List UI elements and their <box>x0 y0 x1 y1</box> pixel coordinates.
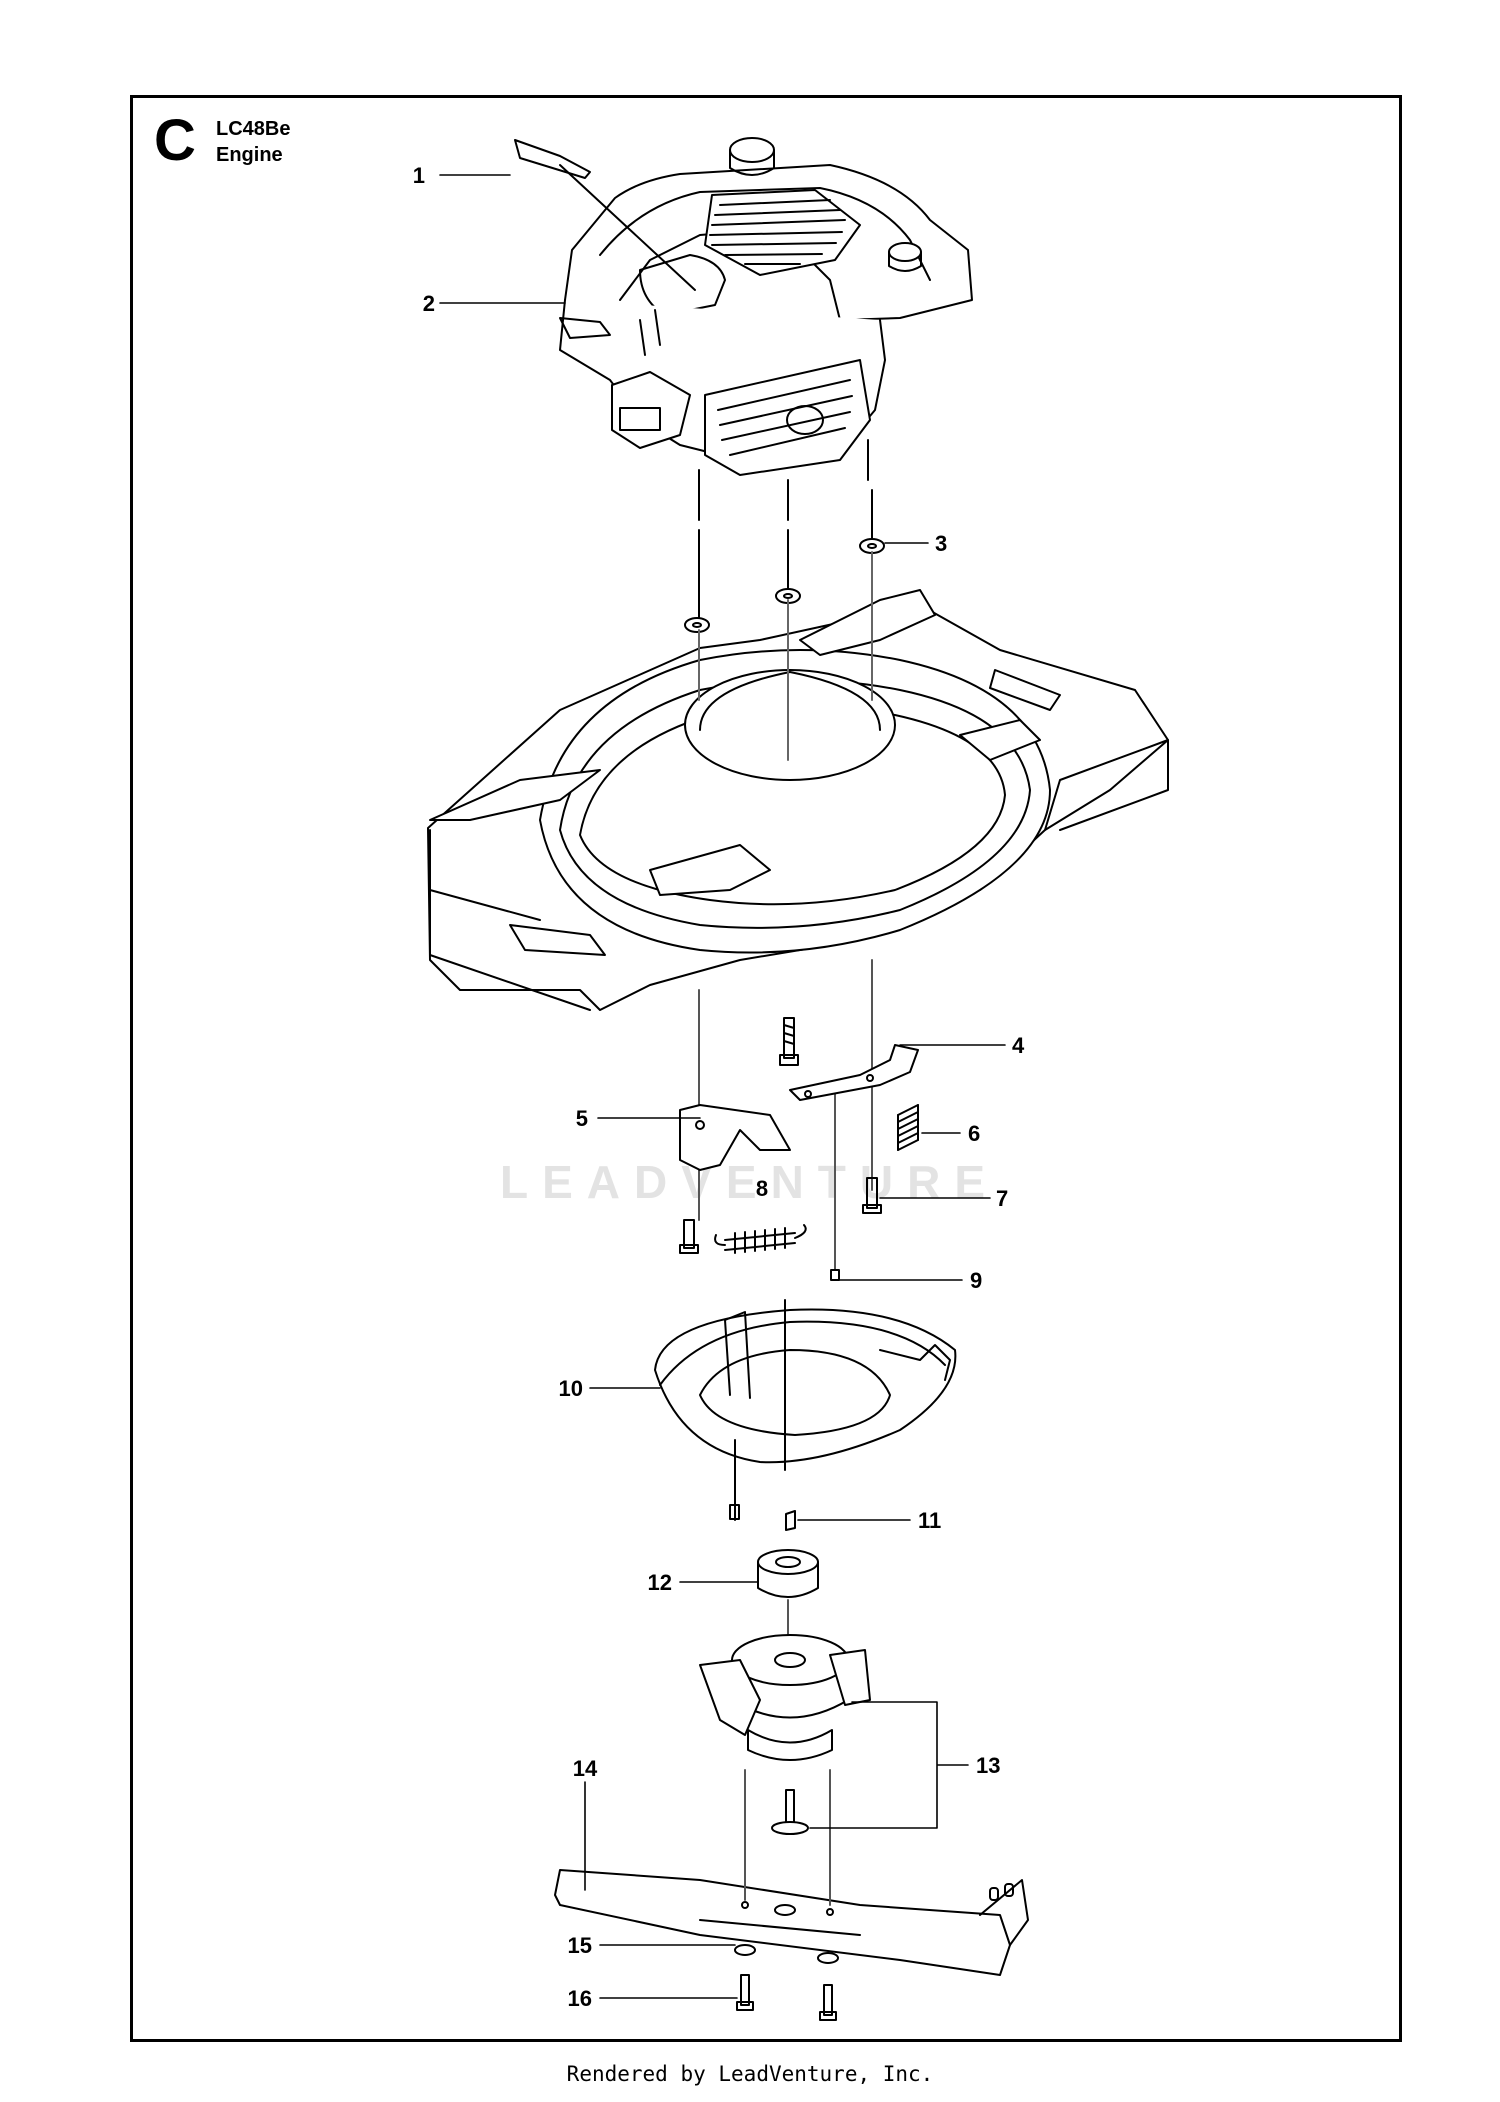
brake-clutch-drawing[interactable] <box>699 1634 871 1835</box>
mower-deck-drawing <box>427 551 1169 1011</box>
blade-bolts-drawing[interactable] <box>736 1974 837 2021</box>
callout-15[interactable]: 15 <box>568 1933 592 1958</box>
callout-2[interactable]: 2 <box>423 291 435 316</box>
callout-4[interactable]: 4 <box>1012 1033 1025 1058</box>
brake-cup-drawing[interactable] <box>654 1299 957 1521</box>
watermark: LEADVENTURE <box>500 1156 1000 1208</box>
deck-bolt-drawing[interactable] <box>779 1017 799 1066</box>
key-drawing[interactable] <box>785 1510 796 1531</box>
bracket-5-drawing[interactable] <box>679 1104 791 1171</box>
diagram-frame <box>130 95 1402 2042</box>
model-name: LC48Be <box>216 118 291 140</box>
adapter-drawing[interactable] <box>757 1549 819 1598</box>
callout-8[interactable]: 8 <box>756 1176 768 1201</box>
bracket-4-drawing[interactable] <box>789 1044 919 1101</box>
screw-9-drawing[interactable] <box>830 1269 840 1281</box>
callout-5[interactable]: 5 <box>576 1106 588 1131</box>
callout-3[interactable]: 3 <box>935 531 947 556</box>
section-letter: C <box>154 108 196 173</box>
callout-9[interactable]: 9 <box>970 1268 982 1293</box>
callout-13[interactable]: 13 <box>976 1753 1000 1778</box>
callout-7[interactable]: 7 <box>996 1186 1008 1211</box>
decal-drawing[interactable] <box>514 139 696 291</box>
footer-credit: Rendered by LeadVenture, Inc. <box>566 2062 934 2086</box>
screw-7-drawing[interactable] <box>862 1177 882 1214</box>
engine-drawing[interactable] <box>559 137 973 521</box>
spring-8-drawing[interactable] <box>714 1224 807 1254</box>
blade-washers-drawing[interactable] <box>734 1944 839 1964</box>
spring-6-drawing[interactable] <box>897 1104 919 1151</box>
cup-screw-drawing[interactable] <box>729 1504 740 1520</box>
callout-6[interactable]: 6 <box>968 1121 980 1146</box>
screw-left-drawing[interactable] <box>679 1219 699 1254</box>
callout-1[interactable]: 1 <box>413 163 425 188</box>
blade-drawing[interactable] <box>554 1769 1029 1976</box>
washers-drawing[interactable] <box>684 489 885 633</box>
callout-14[interactable]: 14 <box>573 1756 598 1781</box>
callout-10[interactable]: 10 <box>559 1376 583 1401</box>
diagram-title: Engine <box>216 144 283 166</box>
callout-11[interactable]: 11 <box>918 1508 941 1533</box>
callout-16[interactable]: 16 <box>568 1986 592 2011</box>
callout-12[interactable]: 12 <box>648 1570 672 1595</box>
